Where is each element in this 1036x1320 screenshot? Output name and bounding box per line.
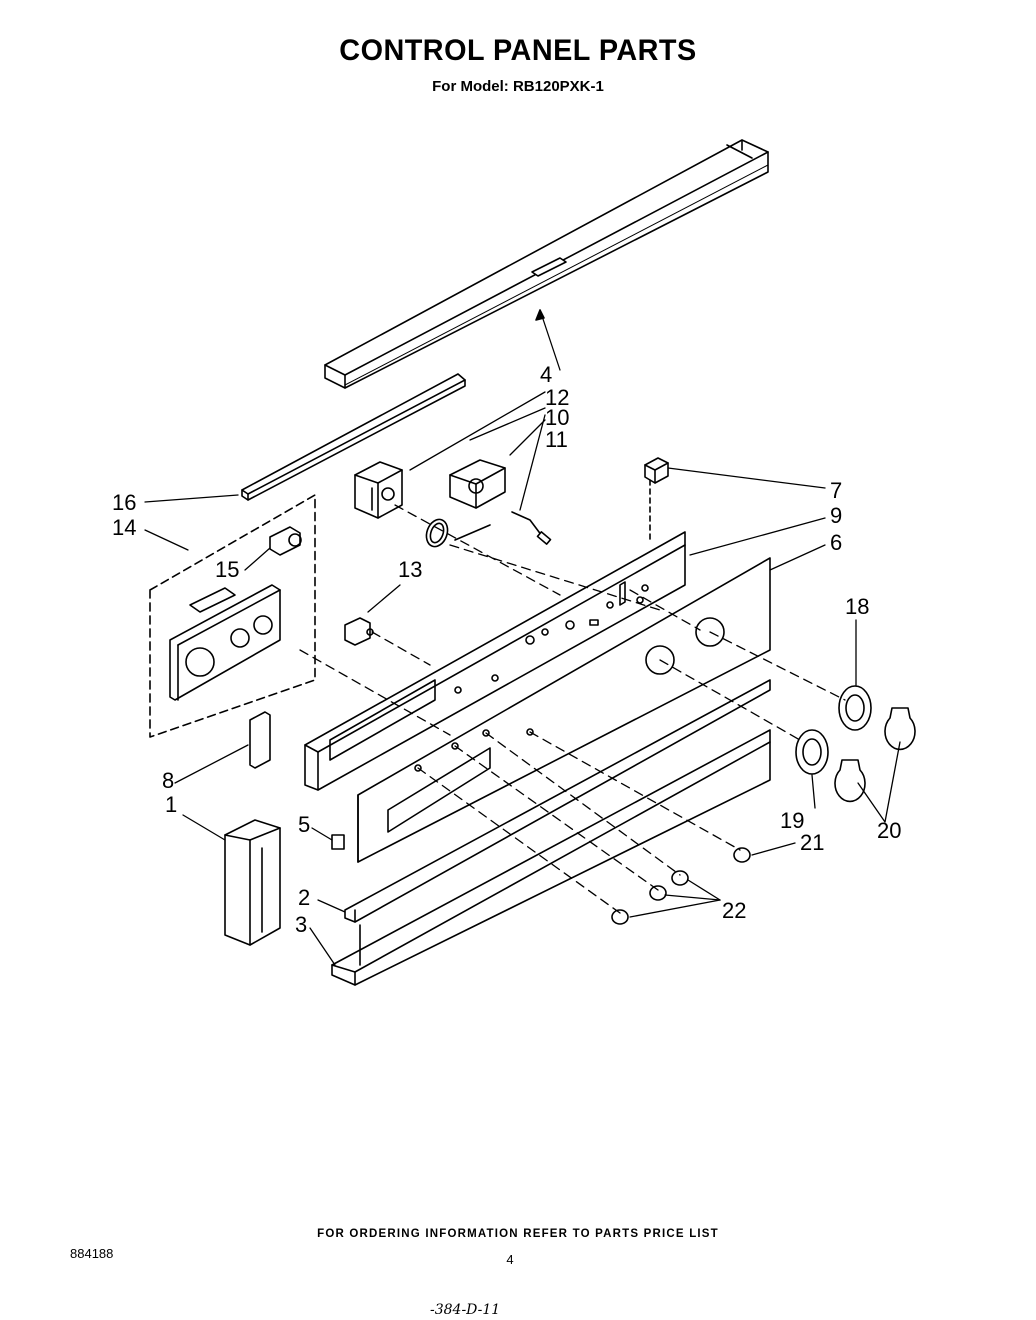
part-1-terminal-block [224, 819, 281, 946]
callout-15: 15 [215, 557, 239, 582]
callout-7: 7 [830, 478, 842, 503]
callout-19: 19 [780, 808, 804, 833]
part-11-wire [454, 511, 552, 545]
callout-1: 1 [165, 792, 177, 817]
callout-20: 20 [877, 818, 901, 843]
callout-6: 6 [830, 530, 842, 555]
callout-11: 11 [545, 427, 568, 452]
part-8-bracket [249, 711, 271, 769]
handwritten-note: -384-D-11 [430, 1302, 501, 1318]
part-21-grommet [733, 847, 751, 863]
leader-lines [144, 391, 901, 966]
part-4-top-trim [324, 139, 769, 389]
callout-14: 14 [112, 515, 136, 540]
part-2-rail [344, 679, 771, 923]
callout-10: 10 [545, 405, 569, 430]
page-number: 4 [506, 1252, 514, 1267]
callout-4: 4 [540, 362, 552, 387]
callout-2: 2 [298, 885, 310, 910]
ordering-note: FOR ORDERING INFORMATION REFER TO PARTS … [317, 1228, 719, 1240]
part-14-timer-group [149, 494, 316, 738]
page-title: CONTROL PANEL PARTS [339, 34, 697, 67]
part-22-grommets [611, 870, 689, 925]
part-13-switch [344, 617, 374, 646]
callout-9: 9 [830, 503, 842, 528]
callout-22: 22 [722, 898, 746, 923]
callout-21: 21 [800, 830, 824, 855]
assembly-lines [299, 504, 846, 914]
part-6-panel [357, 557, 771, 863]
part-9-bracket [304, 531, 686, 791]
part-7-clip [644, 457, 669, 541]
document-number: 884188 [70, 1246, 114, 1261]
part-20-knobs [834, 707, 916, 803]
callout-18: 18 [845, 594, 869, 619]
callout-labels: 4 12 10 11 16 14 15 13 7 9 6 18 8 1 5 2 … [112, 362, 901, 937]
callout-12: 12 [545, 385, 569, 410]
part-18-ring [838, 685, 872, 731]
callout-3: 3 [295, 912, 307, 937]
callout-16: 16 [112, 490, 136, 515]
model-subtitle: For Model: RB120PXK-1 [432, 78, 604, 95]
part-15-connector [269, 526, 302, 556]
callout-5: 5 [298, 812, 310, 837]
part-3-rail [331, 729, 771, 986]
part-16-strip [241, 373, 466, 501]
part-5-block [331, 834, 345, 850]
part-10-switch [425, 459, 506, 548]
part-19-ring [795, 729, 829, 775]
callout-13: 13 [398, 557, 422, 582]
callout-8: 8 [162, 768, 174, 793]
part-12-switch [354, 461, 403, 519]
